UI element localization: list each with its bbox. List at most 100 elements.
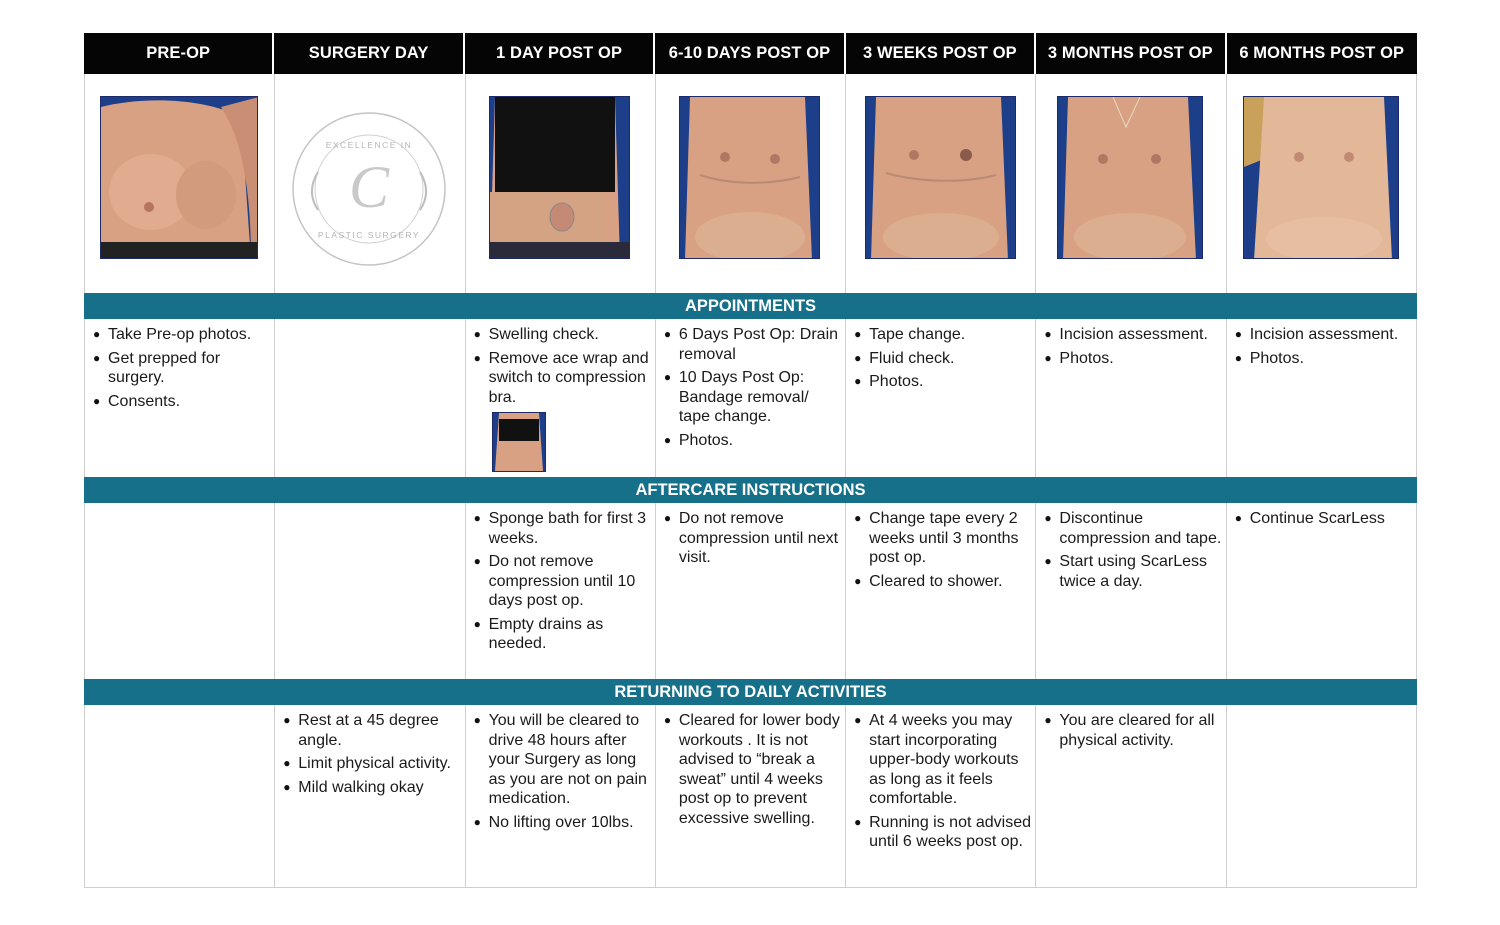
- bullet-item: Mild walking okay: [283, 778, 460, 798]
- 3-months-photo: [1057, 96, 1204, 259]
- aftercare-row: Sponge bath for first 3 weeks. Do not rem…: [84, 503, 1417, 679]
- appointments-cell: [275, 319, 466, 477]
- photo-cell-3-months: [1036, 74, 1227, 293]
- 3-weeks-photo: [865, 96, 1017, 259]
- 1-day-photo: [488, 96, 630, 259]
- aftercare-cell: Do not remove compression until next vis…: [656, 503, 847, 679]
- compression-bra-photo: [491, 412, 546, 472]
- bullet-item: You are cleared for all physical activit…: [1044, 711, 1221, 750]
- bullet-list: Incision assessment. Photos.: [1227, 319, 1416, 368]
- bullet-list: Discontinue compression and tape. Start u…: [1036, 503, 1225, 591]
- section-band-aftercare: AFTERCARE INSTRUCTIONS: [84, 477, 1417, 503]
- table-bottom-border: [84, 887, 1417, 888]
- appointments-row: Take Pre-op photos. Get prepped for surge…: [84, 319, 1417, 477]
- bullet-item: Cleared to shower.: [854, 572, 1031, 592]
- bullet-item: Photos.: [664, 431, 841, 451]
- bullet-item: Rest at a 45 degree angle.: [283, 711, 460, 750]
- activities-cell: You will be cleared to drive 48 hours af…: [466, 705, 656, 888]
- activities-cell: [85, 705, 276, 888]
- bullet-list: Continue ScarLess: [1227, 503, 1416, 529]
- photo-cell-surgery-day: C EXCELLENCE IN PLASTIC SURGERY: [275, 74, 466, 293]
- aftercare-cell: [275, 503, 466, 679]
- bullet-item: Incision assessment.: [1044, 325, 1221, 345]
- bullet-item: Discontinue compression and tape.: [1044, 509, 1221, 548]
- timeline-header-row: PRE-OP SURGERY DAY 1 DAY POST OP 6-10 DA…: [84, 33, 1417, 74]
- bullet-item: Start using ScarLess twice a day.: [1044, 552, 1221, 591]
- section-band-appointments: APPOINTMENTS: [84, 293, 1417, 319]
- column-header-6-months: 6 MONTHS POST OP: [1239, 44, 1405, 62]
- bullet-item: Cleared for lower body workouts . It is …: [664, 711, 841, 828]
- photo-cell-3-weeks: [846, 74, 1037, 293]
- bullet-list: You will be cleared to drive 48 hours af…: [466, 705, 655, 832]
- photo-cell-1-day: [466, 74, 656, 293]
- bullet-list: Swelling check. Remove ace wrap and switc…: [466, 319, 655, 407]
- activities-cell: At 4 weeks you may start incorporating u…: [846, 705, 1037, 888]
- aftercare-cell: Discontinue compression and tape. Start u…: [1036, 503, 1227, 679]
- appointments-cell: Swelling check. Remove ace wrap and switc…: [466, 319, 656, 477]
- bullet-list: Cleared for lower body workouts . It is …: [656, 705, 845, 828]
- column-header-pre-op: PRE-OP: [84, 33, 275, 74]
- activities-cell: You are cleared for all physical activit…: [1036, 705, 1227, 888]
- photo-cell-6-10-days: [656, 74, 847, 293]
- bullet-list: Take Pre-op photos. Get prepped for surge…: [85, 319, 274, 411]
- 6-months-photo: [1242, 96, 1399, 259]
- activities-cell: Rest at a 45 degree angle. Limit physical…: [275, 705, 466, 888]
- section-band-daily-activities: RETURNING TO DAILY ACTIVITIES: [84, 679, 1417, 705]
- photo-row: C EXCELLENCE IN PLASTIC SURGERY: [84, 74, 1417, 293]
- activities-cell: Cleared for lower body workouts . It is …: [656, 705, 847, 888]
- bullet-item: 10 Days Post Op: Bandage removal/ tape c…: [664, 368, 841, 427]
- bullet-item: Photos.: [1044, 349, 1221, 369]
- activities-cell: [1227, 705, 1417, 888]
- bullet-item: Take Pre-op photos.: [93, 325, 270, 345]
- clinic-logo: C EXCELLENCE IN PLASTIC SURGERY: [290, 110, 448, 268]
- bullet-item: Do not remove compression until next vis…: [664, 509, 841, 568]
- appointments-cell: Tape change. Fluid check. Photos.: [846, 319, 1037, 477]
- bullet-item: Tape change.: [854, 325, 1031, 345]
- bullet-item: Sponge bath for first 3 weeks.: [474, 509, 651, 548]
- photo-cell-pre-op: [85, 74, 276, 293]
- bullet-list: You are cleared for all physical activit…: [1036, 705, 1225, 750]
- bullet-item: Change tape every 2 weeks until 3 months…: [854, 509, 1031, 568]
- column-header-surgery-day: SURGERY DAY: [274, 33, 465, 74]
- bullet-item: Swelling check.: [474, 325, 651, 345]
- bullet-item: Photos.: [854, 372, 1031, 392]
- 6-10-days-photo: [678, 96, 820, 259]
- bullet-item: Remove ace wrap and switch to compressio…: [474, 349, 651, 408]
- appointments-cell: Incision assessment. Photos.: [1227, 319, 1417, 477]
- aftercare-cell: [85, 503, 276, 679]
- aftercare-cell: Change tape every 2 weeks until 3 months…: [846, 503, 1037, 679]
- appointments-cell: Take Pre-op photos. Get prepped for surge…: [85, 319, 276, 477]
- bullet-item: Photos.: [1235, 349, 1412, 369]
- bullet-list: Tape change. Fluid check. Photos.: [846, 319, 1035, 392]
- svg-text:EXCELLENCE IN: EXCELLENCE IN: [326, 140, 413, 150]
- column-header-3-months: 3 MONTHS POST OP: [1036, 33, 1227, 74]
- aftercare-cell: Sponge bath for first 3 weeks.Do not rem…: [466, 503, 656, 679]
- bullet-item: 6 Days Post Op: Drain removal: [664, 325, 841, 364]
- bullet-list: 6 Days Post Op: Drain removal 10 Days Pos…: [656, 319, 845, 450]
- daily-activities-row: Rest at a 45 degree angle. Limit physical…: [84, 705, 1417, 888]
- pre-op-photo: [100, 96, 258, 259]
- bullet-item: At 4 weeks you may start incorporating u…: [854, 711, 1031, 809]
- bullet-list: Sponge bath for first 3 weeks.Do not rem…: [466, 503, 655, 654]
- bullet-item: Fluid check.: [854, 349, 1031, 369]
- column-header-1-day: 1 DAY POST OP: [465, 33, 656, 74]
- bullet-item: Get prepped for surgery.: [93, 349, 270, 388]
- svg-text:PLASTIC SURGERY: PLASTIC SURGERY: [318, 230, 420, 240]
- bullet-item: Limit physical activity.: [283, 754, 460, 774]
- aftercare-cell: Continue ScarLess: [1227, 503, 1417, 679]
- bullet-item: You will be cleared to drive 48 hours af…: [474, 711, 651, 809]
- bullet-item: Continue ScarLess: [1235, 509, 1412, 529]
- bullet-list: Incision assessment. Photos.: [1036, 319, 1225, 368]
- bullet-list: Change tape every 2 weeks until 3 months…: [846, 503, 1035, 591]
- bullet-list: Rest at a 45 degree angle. Limit physical…: [275, 705, 464, 797]
- post-op-timeline-table: PRE-OP SURGERY DAY 1 DAY POST OP 6-10 DA…: [84, 33, 1417, 888]
- photo-cell-6-months: [1227, 74, 1417, 293]
- appointments-cell: Incision assessment. Photos.: [1036, 319, 1227, 477]
- bullet-item: Consents.: [93, 392, 270, 412]
- bullet-list: At 4 weeks you may start incorporating u…: [846, 705, 1035, 852]
- bullet-item: Incision assessment.: [1235, 325, 1412, 345]
- column-header-6-10-days: 6-10 DAYS POST OP: [655, 33, 846, 74]
- bullet-item: Empty drains as needed.: [474, 615, 651, 654]
- column-header-3-weeks: 3 WEEKS POST OP: [846, 33, 1037, 74]
- svg-text:C: C: [349, 154, 390, 220]
